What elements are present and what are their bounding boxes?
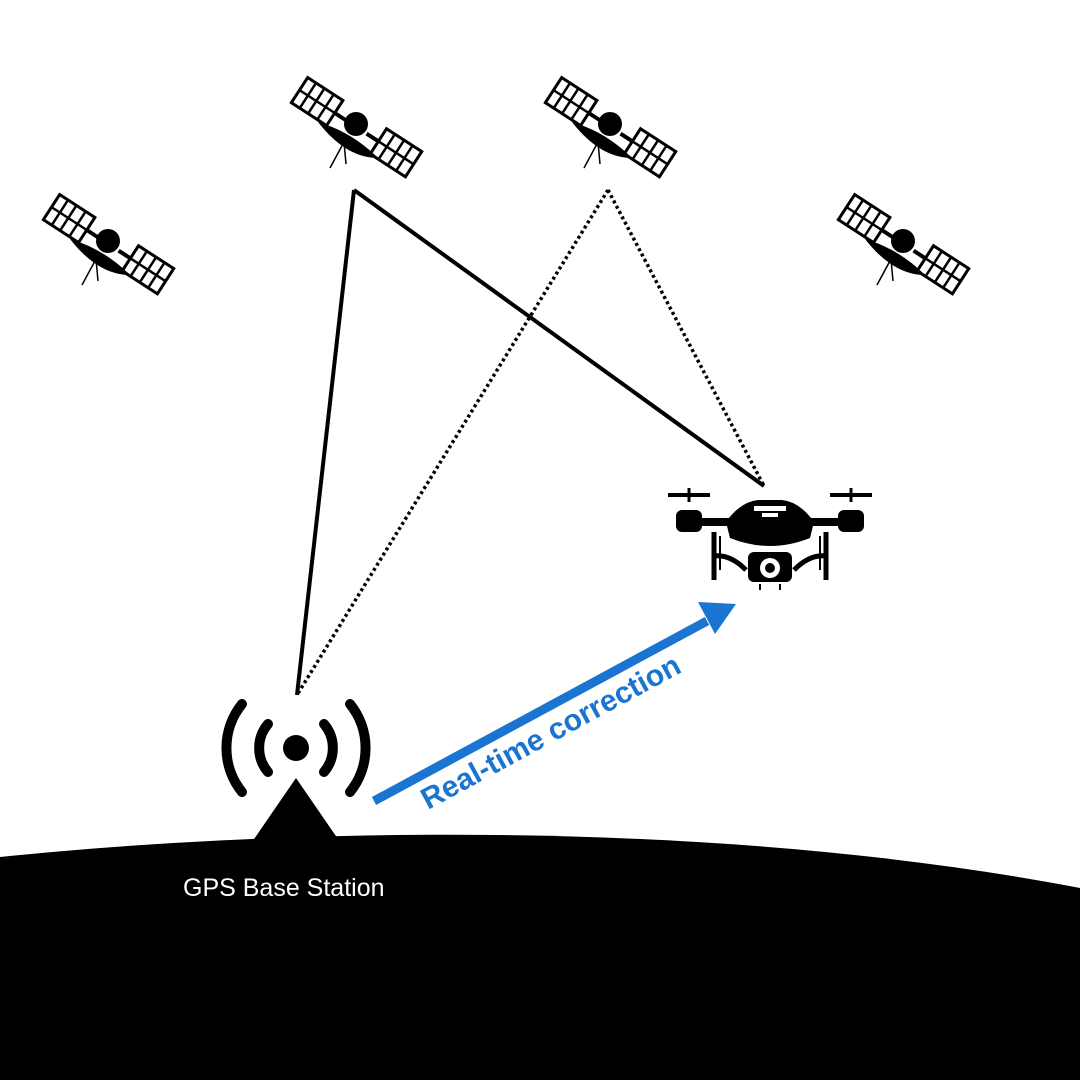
satellite-icon (543, 75, 678, 179)
link-satellite3-drone (606, 189, 766, 487)
satellite-icon (289, 75, 424, 179)
link-satellite2-drone (352, 188, 766, 488)
base-station-label: GPS Base Station (183, 874, 385, 902)
link-satellite3-base (295, 189, 610, 696)
satellite-icon (836, 192, 971, 296)
satellite-icon (41, 192, 176, 296)
correction-label: Real-time correction (416, 649, 687, 816)
drone-icon (668, 488, 872, 590)
ground (0, 834, 1080, 1080)
signal-lines (295, 188, 766, 696)
radio-tower-icon (221, 699, 371, 842)
link-satellite2-base (295, 189, 356, 696)
correction-arrow (371, 602, 736, 805)
